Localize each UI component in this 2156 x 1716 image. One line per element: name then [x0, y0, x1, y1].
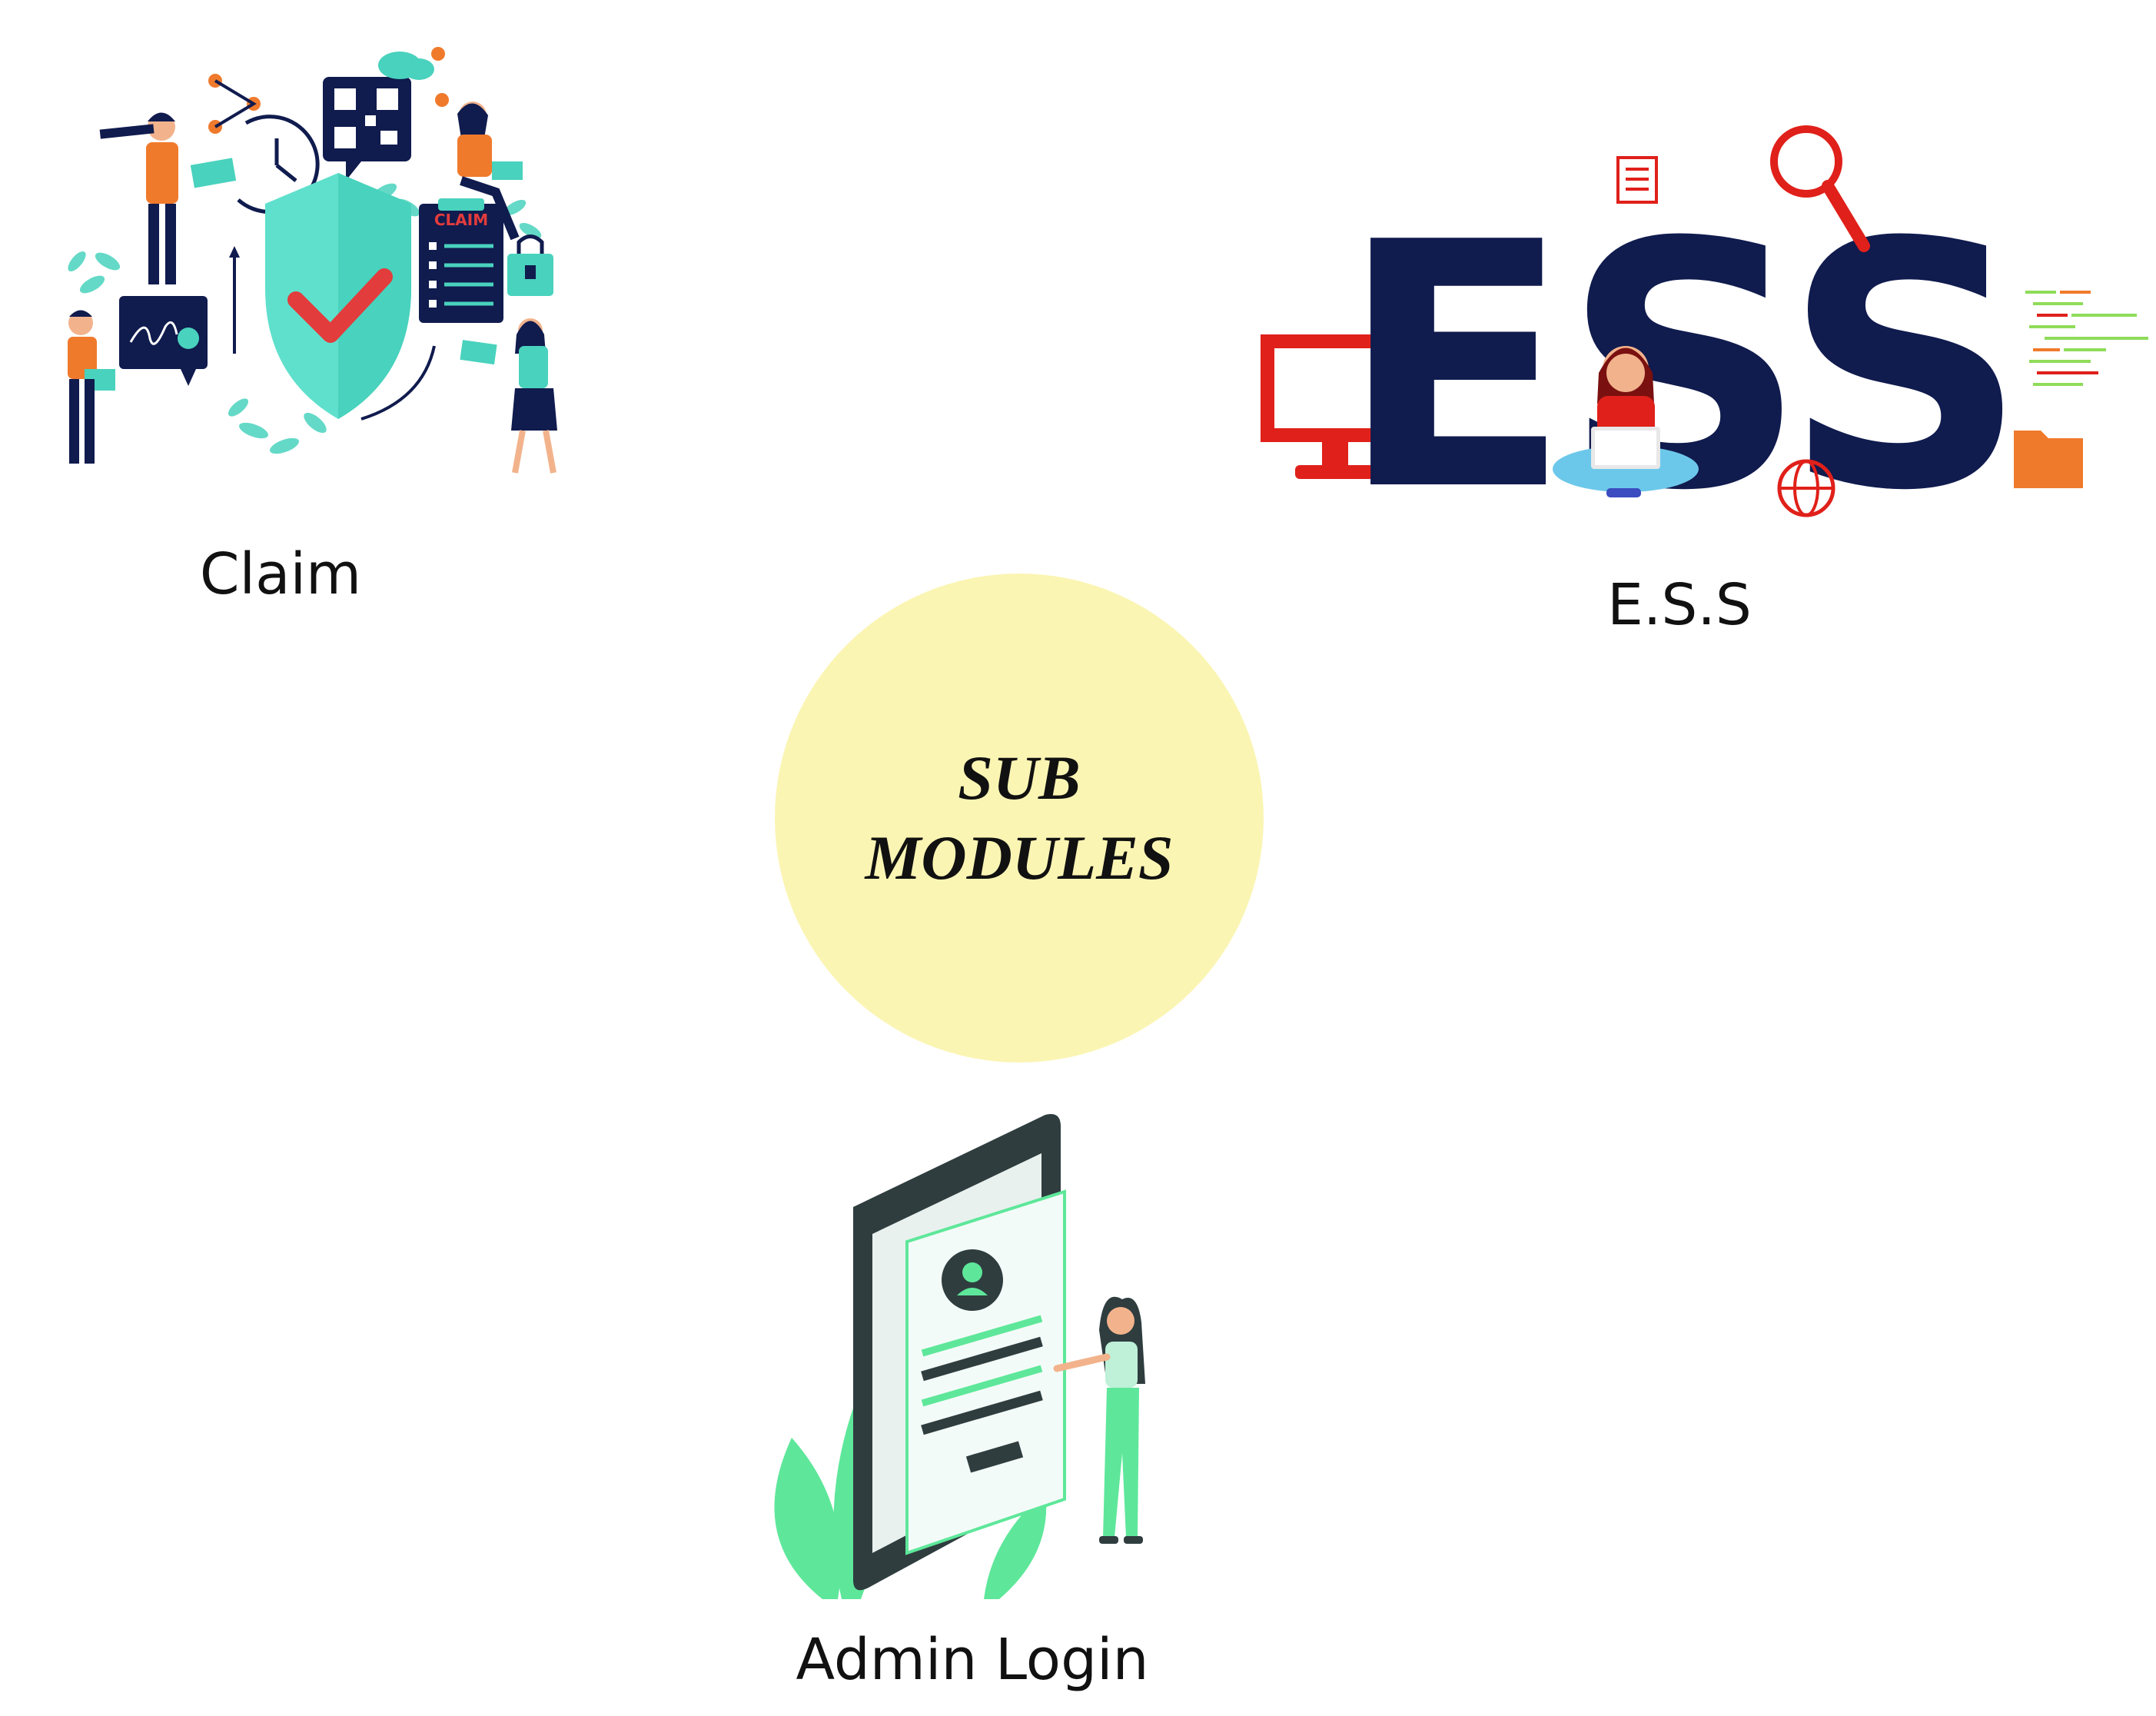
sub-modules-title: SUB MODULES	[865, 743, 1174, 893]
ess-label: E.S.S	[1607, 572, 1752, 638]
ess-logo-illustration: ESS	[1261, 125, 2148, 527]
clipboard-claim-text: CLAIM	[434, 211, 488, 229]
claim-illustration: CLAIM	[68, 47, 557, 474]
sub-modules-circle: SUB MODULES	[775, 574, 1264, 1063]
admin-login-label: Admin Login	[796, 1627, 1149, 1693]
admin-login-illustration	[774, 1114, 1145, 1599]
claim-label: Claim	[199, 541, 362, 607]
